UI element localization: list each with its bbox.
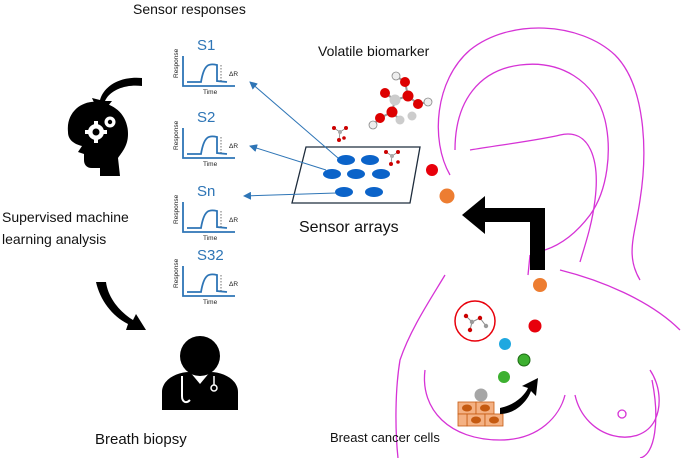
woman-outline [395,27,681,458]
plot-xlabel: Time [203,299,218,306]
plot-xlabel: Time [203,161,218,168]
voc-dot-orange-2 [533,278,547,292]
plot-curve [187,135,228,155]
plot-curve [187,273,228,293]
plot-ylabel: Response [173,258,180,288]
sensor-name: S1 [197,37,215,54]
breath-biopsy-label: Breath biopsy [95,431,187,448]
plot-axes [182,266,235,297]
sensor-arrays-label: Sensor arrays [299,219,399,236]
sensor-name: S2 [197,109,215,126]
voc-dots [426,164,547,402]
plot-xlabel: Time [203,89,218,96]
plot-xlabel: Time [203,235,218,242]
small-molecule-icon [332,126,348,142]
doctor-icon [162,336,238,410]
brain-gears-icon [67,101,128,176]
sensor-dot [365,187,383,197]
plot-delta-label: ΔR [229,217,238,224]
volatile-biomarker-label: Volatile biomarker [318,43,430,59]
voc-dot-orange-1 [439,188,455,204]
sensor-dot [347,169,365,179]
sensor-responses-label: Sensor responses [133,1,246,17]
plot-curve [187,63,228,83]
molecule-in-circle-icon [454,300,496,342]
supervised-label-line1: Supervised machine [2,209,129,225]
exhale-arrow [462,196,545,270]
sensor-name: S32 [197,247,224,264]
plot-ylabel: Response [173,120,180,150]
plot-ylabel: Response [173,48,180,78]
voc-dot-gray [474,388,488,402]
sensor-dot [323,169,341,179]
sensor-dot [335,187,353,197]
sensor-dot [361,155,379,165]
plot-axes [182,128,235,159]
flow-arrow-bottom [96,282,146,330]
plot-curve [187,209,228,229]
sensor-dot [337,155,355,165]
voc-dot-green-2 [498,371,510,383]
voc-dot-red-1 [426,164,438,176]
sensor-name: Sn [197,183,215,200]
voc-dot-red-2 [528,319,542,333]
sensor-array [291,126,421,204]
sensor-connector-arrows [243,81,339,200]
breast-cancer-cells-label: Breast cancer cells [330,430,440,445]
plot-delta-label: ΔR [229,143,238,150]
sensor-dot [372,169,390,179]
voc-dot-cyan [499,338,511,350]
flow-arrow-top [92,77,142,116]
cells-release-arrow [500,378,538,414]
plot-axes [182,56,235,87]
small-molecule-icon [384,150,400,166]
cancer-cells-icon [457,401,504,427]
plot-delta-label: ΔR [229,71,238,78]
supervised-label-line2: learning analysis [2,231,106,247]
plot-delta-label: ΔR [229,281,238,288]
plot-axes [182,202,235,233]
volatile-biomarker-molecule-icon [368,71,433,130]
plot-ylabel: Response [173,194,180,224]
voc-dot-green-1 [517,353,531,367]
